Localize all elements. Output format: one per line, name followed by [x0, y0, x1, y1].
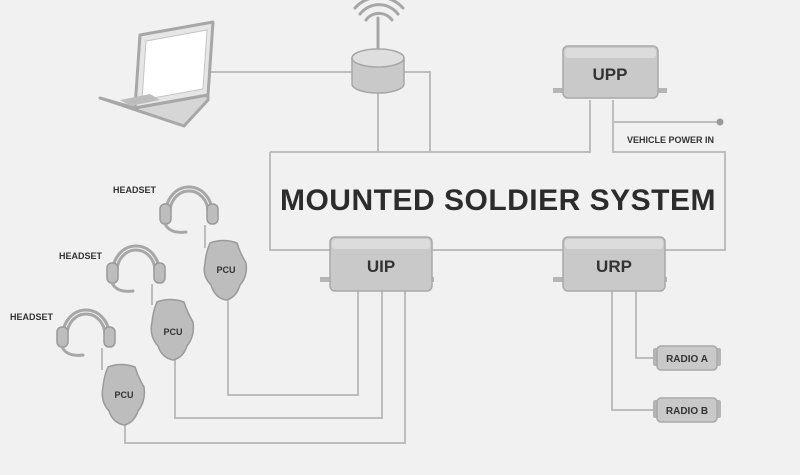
pcu-label: PCU [216, 265, 235, 275]
laptop-icon [98, 20, 215, 128]
radio-b-unit: RADIO B [653, 397, 721, 423]
urp-unit: URP [553, 236, 667, 292]
pcu-icon: PCU [150, 298, 195, 361]
radio-b-label: RADIO B [666, 406, 708, 417]
pcu-icon: PCU [203, 239, 248, 301]
router-icon [351, 48, 405, 94]
pcu-label: PCU [163, 327, 182, 337]
connection-wires [101, 71, 726, 444]
uip-unit: UIP [320, 236, 434, 292]
vehicle-power-label: VEHICLE POWER IN [627, 135, 714, 145]
wire-uip-pcu1 [227, 290, 359, 396]
wire-frame-left-uip [269, 152, 330, 251]
headset-label: HEADSET [59, 251, 103, 261]
uip-label: UIP [367, 257, 395, 276]
upp-unit: UPP [553, 45, 667, 99]
urp-label: URP [596, 257, 632, 276]
upp-label: UPP [593, 65, 628, 84]
wire-router-upp [400, 71, 591, 153]
headset-icon [159, 185, 219, 234]
headset-label: HEADSET [10, 312, 54, 322]
pcu-icon: PCU [101, 363, 146, 426]
headset-icon [106, 244, 166, 293]
headset-icon [56, 308, 116, 357]
wire-urp-radio-a [635, 290, 655, 359]
pcu-label: PCU [114, 390, 133, 400]
radio-a-label: RADIO A [666, 354, 708, 365]
wire-uip-pcu2 [174, 290, 383, 419]
vehicle-power-terminal [716, 118, 724, 126]
diagram-title: MOUNTED SOLDIER SYSTEM [280, 184, 716, 217]
wifi-icon [353, 0, 405, 50]
radio-a-unit: RADIO A [653, 345, 721, 371]
wire-urp-radio-b [611, 290, 655, 411]
headset-label: HEADSET [113, 185, 157, 195]
wire-uip-pcu3 [124, 290, 406, 444]
wire-urp-upp [612, 100, 726, 251]
